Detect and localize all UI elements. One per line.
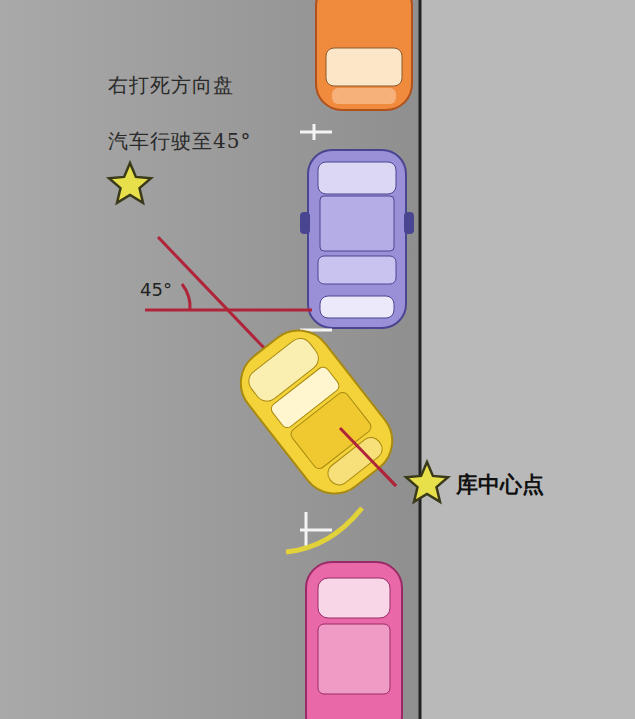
pink-car — [306, 562, 402, 719]
guide-lines — [145, 237, 396, 486]
purple-car — [300, 150, 414, 328]
orange-car — [316, 0, 412, 110]
point-label: 库中心点 — [456, 470, 544, 500]
star — [109, 163, 151, 203]
star — [406, 462, 448, 502]
angle-label: 45° — [140, 279, 172, 300]
instruction-note: 汽车行驶至45° — [108, 128, 251, 155]
yellow-car — [227, 317, 406, 507]
instruction-note: 右打死方向盘 — [108, 72, 234, 99]
arc-mark — [286, 508, 362, 552]
